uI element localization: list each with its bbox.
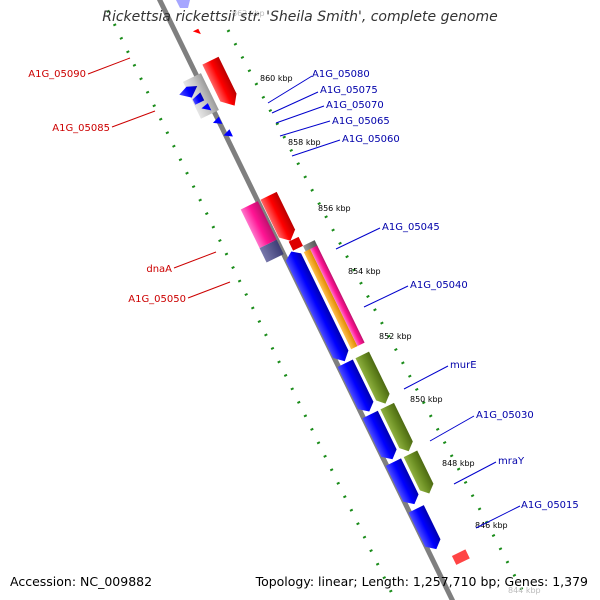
label-leader xyxy=(173,251,217,269)
label-leader xyxy=(429,415,475,442)
label-leader xyxy=(271,91,319,114)
topology-text: Topology: linear; Length: 1,257,710 bp; … xyxy=(255,574,588,589)
gene-top-fragment[interactable] xyxy=(176,0,190,8)
label-leader xyxy=(363,285,409,308)
gene-label-A1G_05045[interactable]: A1G_05045 xyxy=(382,222,440,233)
label-leader xyxy=(403,365,449,390)
tick-label: 860 kbp xyxy=(260,74,293,83)
feature-track xyxy=(178,28,470,565)
gene-edge-bottom[interactable] xyxy=(451,549,470,565)
gene-A1G_05090[interactable] xyxy=(192,28,201,37)
tick-label: 856 kbp xyxy=(318,204,351,213)
tick-label: 862 kbp xyxy=(232,9,265,18)
tick-label: 846 kbp xyxy=(475,521,508,530)
tick-label: 858 kbp xyxy=(288,138,321,147)
label-leader xyxy=(87,57,131,75)
gene-A1G_05015[interactable] xyxy=(408,505,444,553)
gene-blue-lower-4[interactable] xyxy=(385,458,422,508)
tick-label: 850 kbp xyxy=(410,395,443,404)
label-leader xyxy=(267,75,313,104)
gene-blue-lower-2[interactable] xyxy=(337,359,377,416)
gene-label-A1G_05050[interactable]: A1G_05050 xyxy=(128,294,186,305)
right-labels: A1G_05080 A1G_05075 A1G_05070 A1G_05065 … xyxy=(267,69,579,529)
gene-label-murE[interactable]: murE xyxy=(450,360,477,371)
label-leader xyxy=(111,110,156,128)
left-labels: A1G_05090 A1G_05085 dnaA A1G_05050 xyxy=(28,57,231,305)
gene-label-A1G_05070[interactable]: A1G_05070 xyxy=(326,100,384,111)
tick-label: 848 kbp xyxy=(442,459,475,468)
gene-A1G_05050[interactable] xyxy=(260,191,303,254)
label-leader xyxy=(275,105,325,124)
tick-label: 852 kbp xyxy=(379,332,412,341)
gene-A1G_05045[interactable] xyxy=(302,240,318,253)
gene-label-A1G_05085[interactable]: A1G_05085 xyxy=(52,123,110,134)
gene-blue-lower-1[interactable] xyxy=(283,248,352,365)
label-leader xyxy=(279,120,331,137)
gene-red-upper[interactable] xyxy=(202,56,241,111)
gene-label-A1G_05065[interactable]: A1G_05065 xyxy=(332,116,390,127)
label-leader xyxy=(187,281,231,299)
ruler-ticks: 862 kbp 860 kbp 858 kbp 856 kbp 854 kbp … xyxy=(232,9,541,595)
gene-blue-lower-3[interactable] xyxy=(362,410,400,463)
gene-A1G_05070[interactable] xyxy=(201,103,212,114)
gene-label-A1G_05040[interactable]: A1G_05040 xyxy=(410,280,468,291)
label-leader xyxy=(335,227,381,250)
label-leader xyxy=(453,461,497,485)
gene-label-A1G_05080[interactable]: A1G_05080 xyxy=(312,69,370,80)
gene-label-mraY[interactable]: mraY xyxy=(498,456,525,467)
gene-dnaA[interactable] xyxy=(240,201,284,263)
map-title: Rickettsia rickettsii str. 'Sheila Smith… xyxy=(102,9,498,25)
gene-label-A1G_05090[interactable]: A1G_05090 xyxy=(28,69,86,80)
label-leader xyxy=(475,505,521,529)
gene-A1G_05065[interactable] xyxy=(212,116,223,128)
label-leader xyxy=(291,139,341,157)
gene-A1G_05075[interactable] xyxy=(191,92,205,105)
gene-label-A1G_05060[interactable]: A1G_05060 xyxy=(342,134,400,145)
gene-mraY[interactable] xyxy=(403,450,437,496)
tick-label: 844 kbp xyxy=(508,586,541,595)
gene-A1G_05030[interactable] xyxy=(380,402,415,455)
gene-label-A1G_05030[interactable]: A1G_05030 xyxy=(476,410,534,421)
gene-label-dnaA[interactable]: dnaA xyxy=(146,264,172,275)
gene-A1G_05080[interactable] xyxy=(178,82,201,102)
gene-label-A1G_05015[interactable]: A1G_05015 xyxy=(521,500,579,511)
tick-label: 854 kbp xyxy=(348,267,381,276)
accession-text: Accession: NC_009882 xyxy=(10,574,153,589)
right-strand-guide xyxy=(226,29,530,600)
gene-label-A1G_05075[interactable]: A1G_05075 xyxy=(320,85,378,96)
gene-A1G_05040[interactable] xyxy=(303,245,365,350)
gene-murE[interactable] xyxy=(355,351,393,407)
gene-A1G_05060[interactable] xyxy=(222,129,233,140)
